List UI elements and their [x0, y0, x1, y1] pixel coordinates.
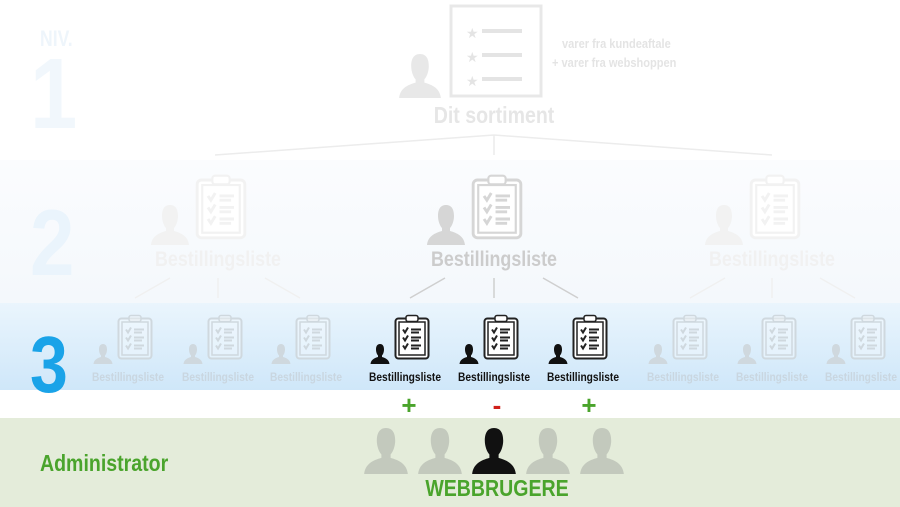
plus-sign: +: [581, 390, 597, 420]
order-list-icon: [761, 314, 797, 360]
order-list-icon: [195, 174, 247, 240]
assortment-note: varer fra kundeaftale: [562, 36, 671, 51]
level-1-number: 1: [30, 38, 78, 150]
order-list-icon: [672, 314, 708, 360]
person-icon: [183, 344, 203, 364]
level-label: NIV.: [40, 26, 73, 51]
person-icon: [427, 205, 465, 245]
user-icon: [526, 428, 570, 474]
user-icon: [580, 428, 624, 474]
person-icon: [370, 344, 390, 364]
order-list-icon: [471, 174, 523, 240]
person-icon: [826, 344, 846, 364]
user-icon: [418, 428, 462, 474]
order-list-label: Bestillingsliste: [270, 370, 342, 384]
person-icon: [737, 344, 757, 364]
svg-text:★: ★: [466, 49, 479, 65]
assortment-note: + varer fra webshoppen: [552, 55, 677, 70]
order-list-label: Bestillingsliste: [92, 370, 164, 384]
connector-lines: [134, 134, 856, 299]
order-list-label: Bestillingsliste: [458, 370, 530, 384]
person-icon: [459, 344, 479, 364]
order-list-icon: [850, 314, 886, 360]
level-3-number: 3: [30, 320, 68, 409]
order-list-icon: [572, 314, 608, 360]
order-list-icon: [749, 174, 801, 240]
active-user-icon: [472, 428, 516, 474]
person-icon: [705, 205, 743, 245]
order-list-icon: [295, 314, 331, 360]
order-list-label: Bestillingsliste: [547, 370, 619, 384]
order-list-label: Bestillingsliste: [709, 248, 835, 271]
order-list-label: Bestillingsliste: [736, 370, 808, 384]
svg-text:★: ★: [466, 25, 479, 41]
plus-sign: +: [401, 390, 417, 420]
person-icon: [151, 205, 189, 245]
svg-text:★: ★: [466, 73, 479, 89]
assortment-list-icon: ★ ★ ★: [449, 4, 543, 98]
web-users-label: WEBBRUGERE: [425, 475, 569, 501]
order-list-label: Bestillingsliste: [369, 370, 441, 384]
person-icon: [548, 344, 568, 364]
order-list-label: Bestillingsliste: [431, 248, 557, 271]
order-list-icon: [394, 314, 430, 360]
level-2-number: 2: [30, 190, 75, 295]
assortment-title: Dit sortiment: [433, 102, 555, 128]
administrator-label: Administrator: [40, 450, 169, 476]
person-icon: [271, 344, 291, 364]
order-list-label: Bestillingsliste: [155, 248, 281, 271]
order-list-icon: [483, 314, 519, 360]
order-list-label: Bestillingsliste: [647, 370, 719, 384]
user-icon: [364, 428, 408, 474]
order-list-icon: [117, 314, 153, 360]
person-icon: [648, 344, 668, 364]
person-icon: [399, 54, 441, 98]
person-icon: [93, 344, 113, 364]
minus-sign: -: [492, 390, 502, 420]
order-list-icon: [207, 314, 243, 360]
order-list-label: Bestillingsliste: [182, 370, 254, 384]
order-list-label: Bestillingsliste: [825, 370, 897, 384]
